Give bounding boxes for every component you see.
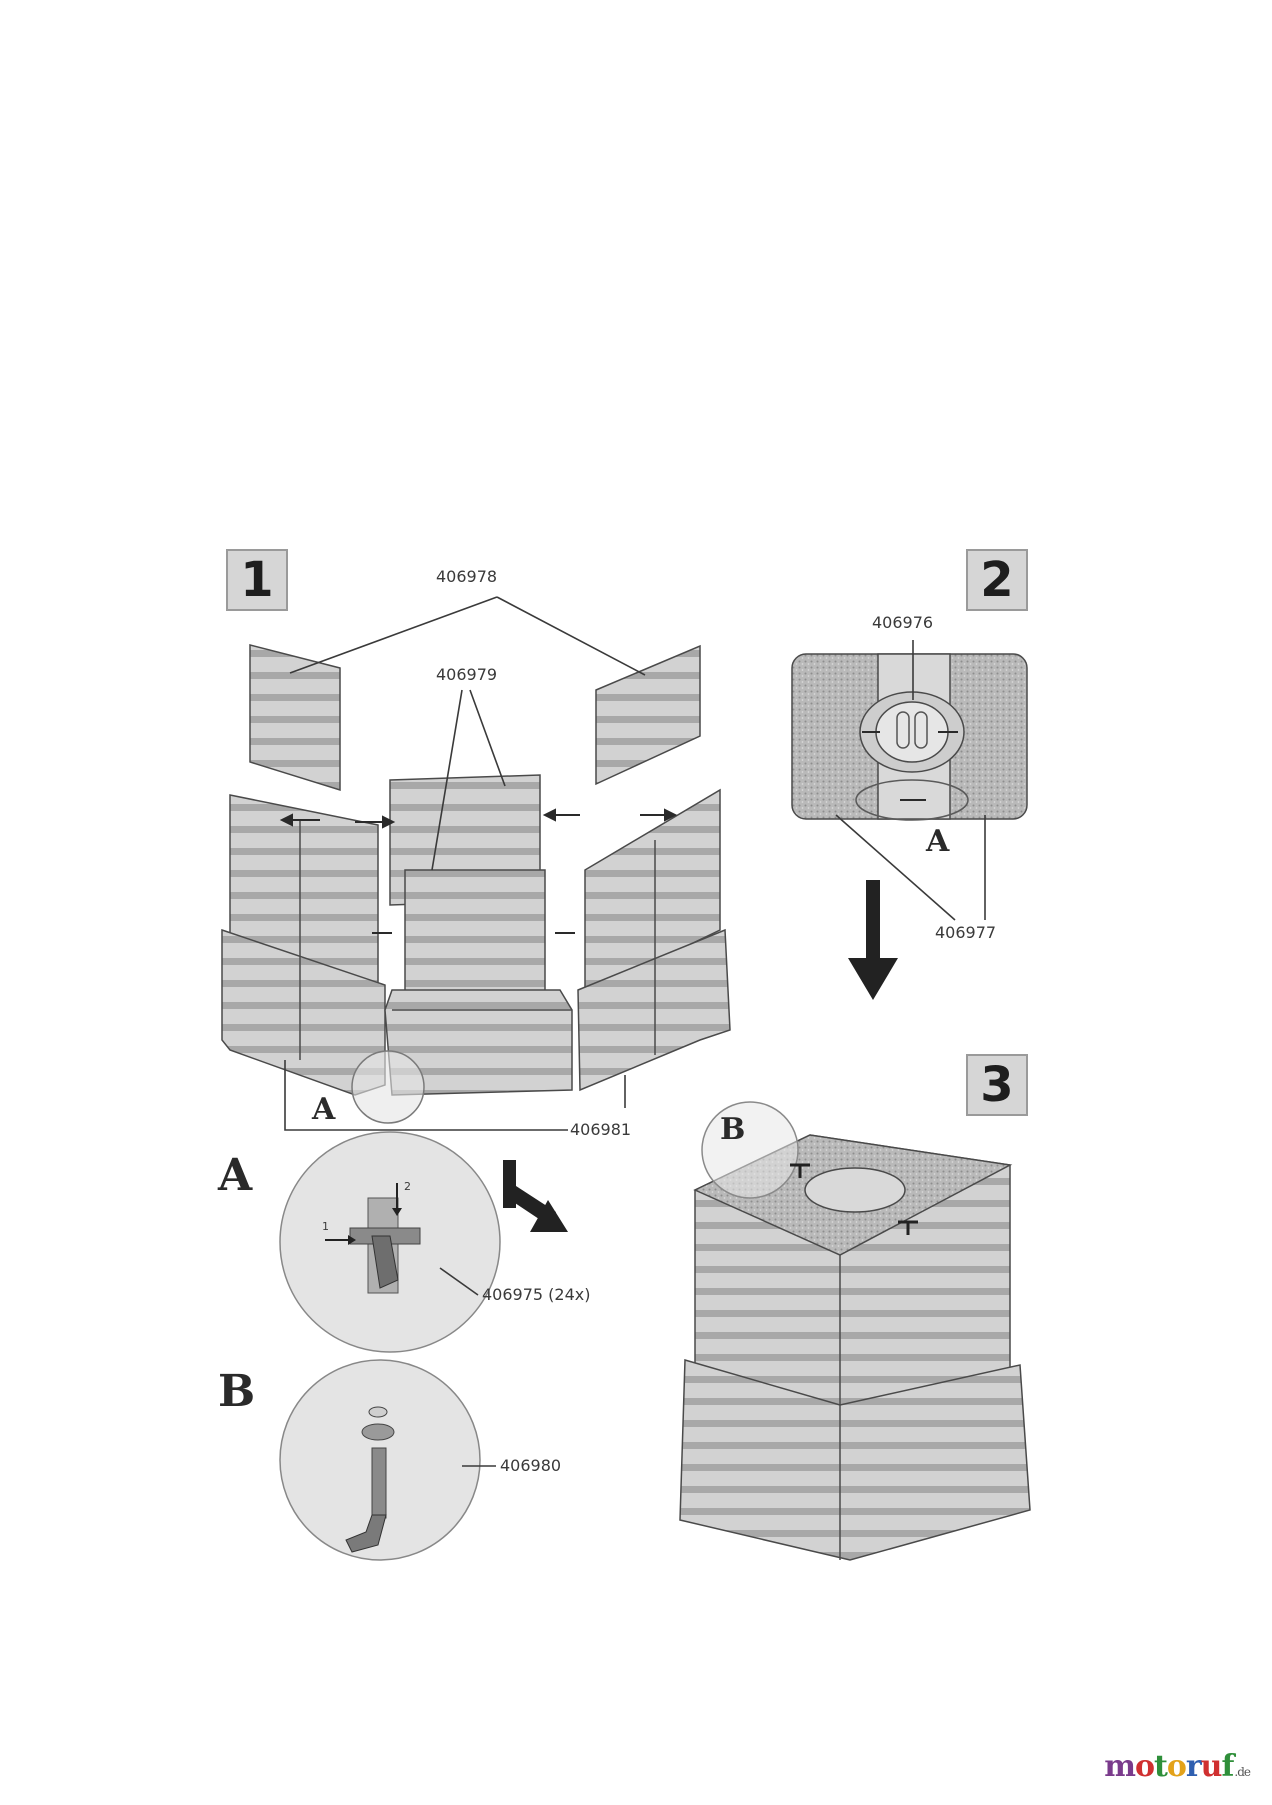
step1-detail-a-marker: A (312, 1092, 336, 1127)
left-wall-assembly (221, 794, 386, 1096)
lid-pins (790, 1163, 918, 1235)
watermark-letter: r (1185, 1749, 1202, 1784)
step-2-badge: 2 (966, 549, 1028, 611)
detail-a-step-2: 2 (404, 1180, 411, 1193)
detail-b-callout-circle (701, 1101, 799, 1199)
step2-to-step3-arrow (848, 880, 898, 1000)
watermark-letter: o (1166, 1749, 1187, 1784)
step-3-number: 3 (980, 1057, 1014, 1113)
step2-arrows (862, 731, 958, 801)
part-number-406979: 406979 (436, 665, 498, 684)
detail-b-circle (279, 1359, 496, 1561)
detail-a-circle (279, 1131, 501, 1353)
step1-exploded-view (221, 596, 731, 1131)
step-3-badge: 3 (966, 1054, 1028, 1116)
part-number-406977: 406977 (935, 923, 997, 942)
lid-hatch-handle-left (896, 711, 910, 749)
motoruf-watermark-logo: motoruf.de (1104, 1749, 1251, 1784)
step2-lid-view (791, 640, 1028, 921)
part-number-406976: 406976 (872, 613, 934, 632)
part-number-406978: 406978 (436, 567, 498, 586)
front-center-wall (384, 869, 573, 1096)
watermark-letter: u (1200, 1749, 1223, 1784)
watermark-letter: o (1134, 1749, 1155, 1784)
watermark-tld: .de (1234, 1765, 1251, 1779)
step-2-number: 2 (980, 552, 1014, 608)
step3-detail-b-marker: B (720, 1112, 746, 1147)
lid-detail-a-ellipse (855, 779, 969, 821)
step3-assembled-composter (679, 1101, 1031, 1561)
detail-a-heading: A (218, 1150, 253, 1201)
watermark-letter: t (1153, 1749, 1168, 1784)
step1-leader-lines (284, 596, 646, 1131)
detail-a-leader-line (439, 1267, 479, 1296)
detail-a-step-1: 1 (322, 1220, 329, 1233)
watermark-letter: m (1104, 1749, 1136, 1784)
loose-panel-left (249, 644, 341, 792)
step-1-badge: 1 (226, 549, 288, 611)
detail-b-heading: B (218, 1366, 256, 1417)
loose-panel-right (595, 644, 701, 786)
part-number-406975: 406975 (24x) (482, 1285, 591, 1304)
watermark-letter: f (1221, 1749, 1234, 1784)
lid-hatch-handle-right (914, 711, 928, 749)
step2-leader-lines (835, 640, 986, 921)
step1-arrows (279, 808, 678, 934)
detail-a-callout-circle (351, 1050, 425, 1124)
part-number-406980: 406980 (500, 1456, 562, 1475)
step2-detail-a-marker: A (926, 824, 950, 859)
right-wall-assembly (577, 788, 731, 1092)
step1-to-detail-arrow (503, 1160, 568, 1232)
composter-hatch (804, 1167, 906, 1213)
part-number-406981: 406981 (570, 1120, 632, 1139)
watermark-letters: motoruf (1104, 1749, 1234, 1784)
step-1-number: 1 (240, 552, 274, 608)
